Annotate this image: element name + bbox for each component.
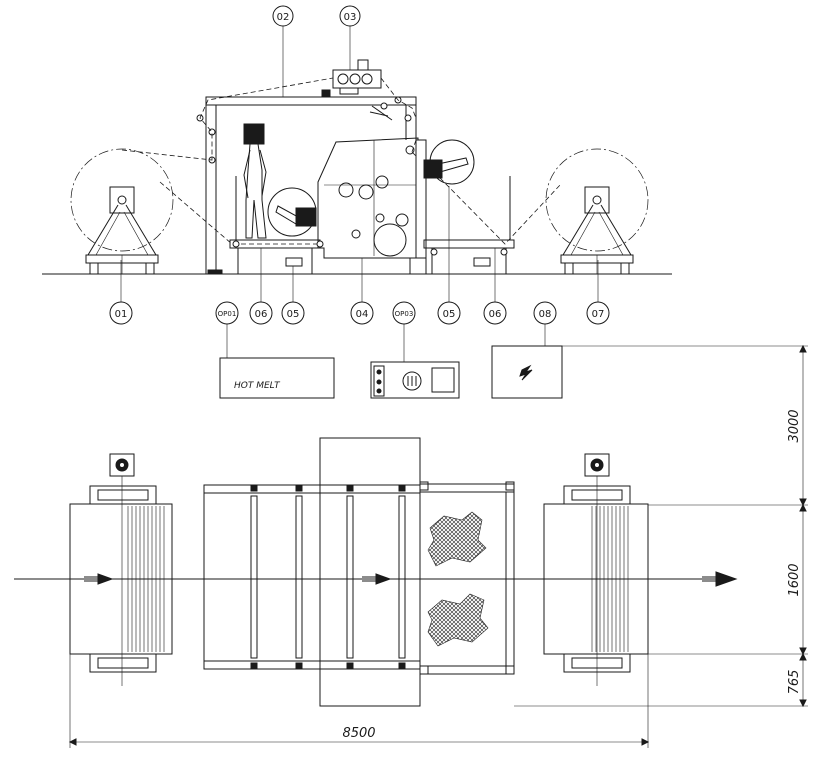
svg-text:06: 06: [255, 309, 268, 320]
plan-conveyor: [419, 481, 515, 675]
svg-text:HOT MELT: HOT MELT: [234, 381, 281, 391]
table-06-right: [423, 176, 515, 274]
svg-text:02: 02: [277, 12, 290, 23]
plan-view: [14, 437, 738, 707]
callout-06-right: 06: [483, 301, 507, 325]
flow-arrow-icon: [715, 571, 738, 587]
box-op01-hot-melt: HOT MELT: [219, 357, 335, 399]
callout-04: 04: [350, 301, 374, 325]
module-03: [321, 59, 412, 122]
svg-text:01: 01: [115, 309, 128, 320]
svg-text:OP01: OP01: [218, 310, 237, 318]
dim-height-top: 3000: [787, 409, 802, 442]
operator-figure: [243, 123, 267, 239]
callout-05-left: 05: [281, 301, 305, 325]
callout-07: 07: [586, 301, 610, 325]
callout-01: 01: [109, 301, 133, 325]
dimension-lines: 3000 1600 765 8500: [68, 344, 808, 748]
svg-text:07: 07: [592, 309, 605, 320]
flow-arrow-icon: [97, 573, 114, 585]
lightning-icon: [519, 364, 533, 381]
unwinder-hub-plate: [109, 186, 135, 214]
svg-text:08: 08: [539, 309, 552, 320]
plan-rewinder: [543, 453, 649, 686]
flow-line: [14, 571, 738, 587]
svg-text:06: 06: [489, 309, 502, 320]
svg-text:05: 05: [443, 309, 456, 320]
rewinder-hub-plate: [584, 186, 610, 214]
dim-height-bottom: 765: [787, 670, 802, 695]
unwinder-reel-outline: [70, 148, 174, 252]
svg-text:05: 05: [287, 309, 300, 320]
callout-08: 08: [533, 301, 557, 325]
flow-arrow-icon: [375, 573, 392, 585]
operator-head: [243, 123, 265, 145]
main-frame: [196, 96, 417, 274]
callout-05-right: 05: [437, 301, 461, 325]
dim-width-total: 8500: [342, 726, 375, 741]
callout-02: 02: [272, 5, 294, 27]
svg-text:03: 03: [344, 12, 357, 23]
rewinder-shaft: [592, 195, 602, 205]
callout-leaders: [120, 26, 599, 362]
plan-unwinder: [69, 453, 173, 686]
box-08-electrical: [491, 345, 563, 399]
central-unit-housing: [317, 137, 419, 259]
unwinder-shaft: [117, 195, 127, 205]
central-unit-04: [317, 137, 427, 275]
dim-height-mid: 1600: [787, 563, 802, 596]
plan-central: [203, 437, 421, 707]
svg-text:OP03: OP03: [395, 310, 414, 318]
web-path: [121, 77, 561, 245]
rewinder-07: [545, 148, 649, 275]
callout-03: 03: [339, 5, 361, 27]
box-op03-control: [370, 361, 460, 399]
control-logo-icon: [407, 376, 417, 386]
product-shape-bottom: [427, 593, 489, 647]
product-shape-top: [427, 511, 487, 567]
callout-op01: OP01: [215, 301, 239, 325]
rewinder-reel-outline: [545, 148, 649, 252]
table-06-left: [207, 176, 324, 275]
svg-text:04: 04: [356, 309, 369, 320]
module-05-right: [423, 139, 491, 267]
callout-op03: OP03: [392, 301, 416, 325]
module-05-left: [267, 187, 317, 267]
unwinder-01: [70, 148, 174, 275]
side-elevation: 02 03 01 06 05 04 05 06: [42, 5, 672, 362]
module-03-housing: [332, 69, 382, 89]
callout-06-left: 06: [249, 301, 273, 325]
